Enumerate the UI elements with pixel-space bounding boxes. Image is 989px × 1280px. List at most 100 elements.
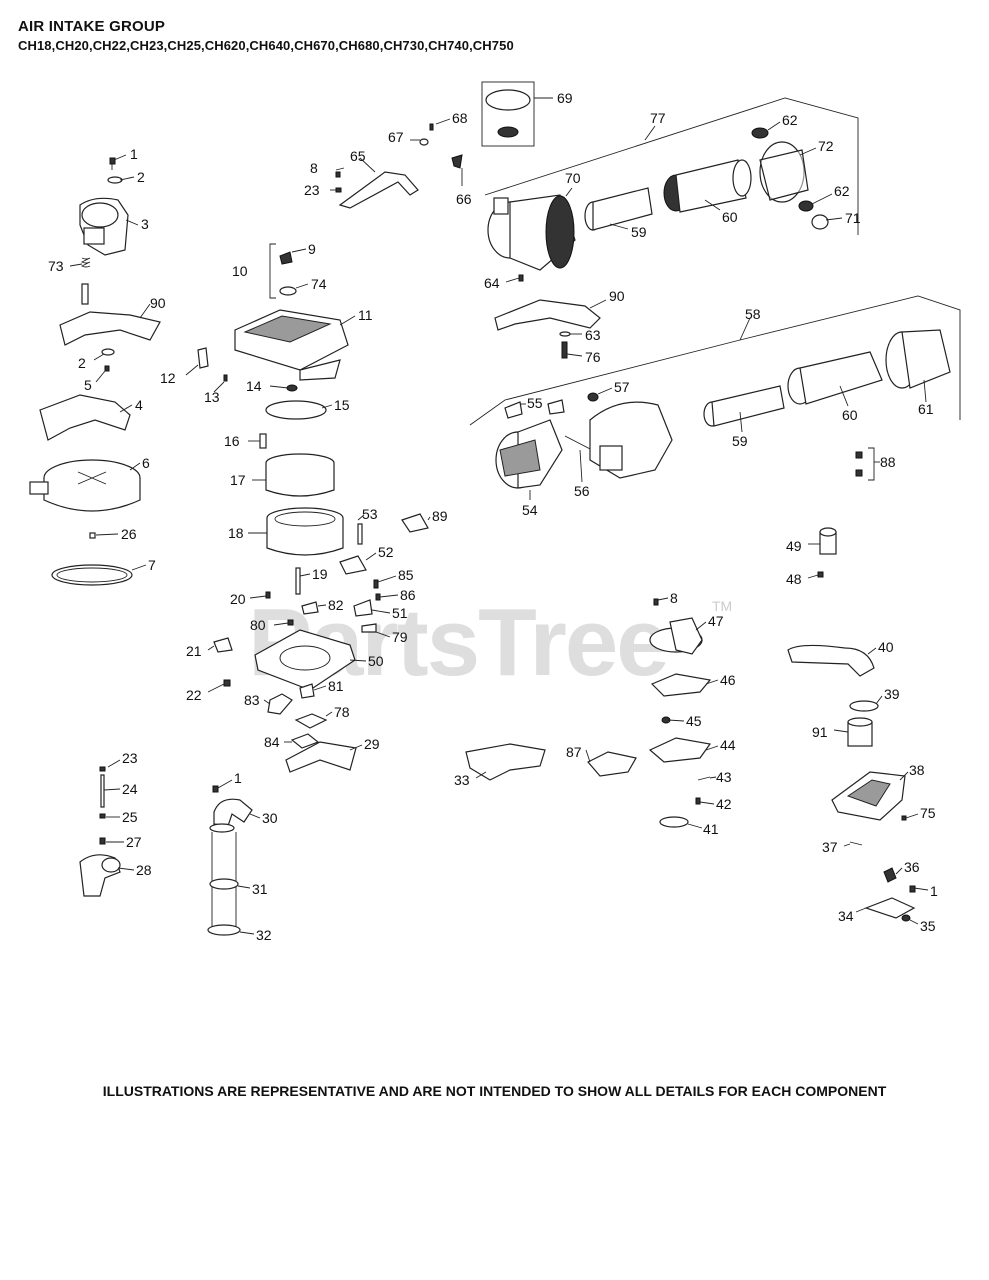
callout[interactable]: 64 bbox=[484, 275, 500, 291]
callout[interactable]: 1 bbox=[930, 883, 938, 899]
callout[interactable]: 86 bbox=[400, 587, 416, 603]
callout[interactable]: 61 bbox=[918, 401, 934, 417]
callout[interactable]: 81 bbox=[328, 678, 344, 694]
callout[interactable]: 46 bbox=[720, 672, 736, 688]
callout[interactable]: 53 bbox=[362, 506, 378, 522]
callout[interactable]: 32 bbox=[256, 927, 272, 943]
callout[interactable]: 35 bbox=[920, 918, 936, 934]
callout[interactable]: 62 bbox=[782, 112, 798, 128]
callout[interactable]: 70 bbox=[565, 170, 581, 186]
callout[interactable]: 22 bbox=[186, 687, 202, 703]
callout[interactable]: 10 bbox=[232, 263, 248, 279]
callout[interactable]: 6 bbox=[142, 455, 150, 471]
callout[interactable]: 54 bbox=[522, 502, 538, 518]
callout[interactable]: 23 bbox=[304, 182, 320, 198]
callout[interactable]: 84 bbox=[264, 734, 280, 750]
callout[interactable]: 90 bbox=[609, 288, 625, 304]
callout[interactable]: 58 bbox=[745, 306, 761, 322]
callout[interactable]: 12 bbox=[160, 370, 176, 386]
callout[interactable]: 60 bbox=[722, 209, 738, 225]
callout[interactable]: 1 bbox=[130, 146, 138, 162]
callout[interactable]: 16 bbox=[224, 433, 240, 449]
callout[interactable]: 76 bbox=[585, 349, 601, 365]
callout[interactable]: 5 bbox=[84, 377, 92, 393]
callout[interactable]: 63 bbox=[585, 327, 601, 343]
callout[interactable]: 89 bbox=[432, 508, 448, 524]
callout[interactable]: 4 bbox=[135, 397, 143, 413]
callout[interactable]: 36 bbox=[904, 859, 920, 875]
callout[interactable]: 65 bbox=[350, 148, 366, 164]
callout[interactable]: 59 bbox=[732, 433, 748, 449]
callout[interactable]: 33 bbox=[454, 772, 470, 788]
callout[interactable]: 20 bbox=[230, 591, 246, 607]
callout[interactable]: 50 bbox=[368, 653, 384, 669]
callout[interactable]: 80 bbox=[250, 617, 266, 633]
callout[interactable]: 44 bbox=[720, 737, 736, 753]
callout[interactable]: 8 bbox=[310, 160, 318, 176]
callout[interactable]: 82 bbox=[328, 597, 344, 613]
callout[interactable]: 43 bbox=[716, 769, 732, 785]
callout[interactable]: 37 bbox=[822, 839, 838, 855]
callout[interactable]: 79 bbox=[392, 629, 408, 645]
callout[interactable]: 47 bbox=[708, 613, 724, 629]
callout[interactable]: 48 bbox=[786, 571, 802, 587]
callout[interactable]: 68 bbox=[452, 110, 468, 126]
callout[interactable]: 62 bbox=[834, 183, 850, 199]
callout[interactable]: 78 bbox=[334, 704, 350, 720]
callout[interactable]: 40 bbox=[878, 639, 894, 655]
callout[interactable]: 91 bbox=[812, 724, 828, 740]
callout[interactable]: 77 bbox=[650, 110, 666, 126]
callout[interactable]: 39 bbox=[884, 686, 900, 702]
callout[interactable]: 30 bbox=[262, 810, 278, 826]
callout[interactable]: 72 bbox=[818, 138, 834, 154]
callout[interactable]: 18 bbox=[228, 525, 244, 541]
callout[interactable]: 74 bbox=[311, 276, 327, 292]
callout[interactable]: 57 bbox=[614, 379, 630, 395]
callout[interactable]: 85 bbox=[398, 567, 414, 583]
callout[interactable]: 17 bbox=[230, 472, 246, 488]
callout[interactable]: 67 bbox=[388, 129, 404, 145]
callout[interactable]: 90 bbox=[150, 295, 166, 311]
callout[interactable]: 7 bbox=[148, 557, 156, 573]
callout[interactable]: 19 bbox=[312, 566, 328, 582]
callout[interactable]: 55 bbox=[527, 395, 543, 411]
callout[interactable]: 11 bbox=[358, 307, 373, 323]
callout[interactable]: 75 bbox=[920, 805, 936, 821]
callout[interactable]: 41 bbox=[703, 821, 719, 837]
callout[interactable]: 52 bbox=[378, 544, 394, 560]
callout[interactable]: 71 bbox=[845, 210, 861, 226]
callout[interactable]: 59 bbox=[631, 224, 647, 240]
callout[interactable]: 2 bbox=[78, 355, 86, 371]
callout[interactable]: 1 bbox=[234, 770, 242, 786]
callout[interactable]: 31 bbox=[252, 881, 268, 897]
callout[interactable]: 28 bbox=[136, 862, 152, 878]
callout[interactable]: 29 bbox=[364, 736, 380, 752]
callout[interactable]: 13 bbox=[204, 389, 220, 405]
callout[interactable]: 51 bbox=[392, 605, 408, 621]
callout[interactable]: 21 bbox=[186, 643, 202, 659]
callout[interactable]: 3 bbox=[141, 216, 149, 232]
callout[interactable]: 56 bbox=[574, 483, 590, 499]
callout[interactable]: 49 bbox=[786, 538, 802, 554]
callout[interactable]: 38 bbox=[909, 762, 925, 778]
callout[interactable]: 42 bbox=[716, 796, 732, 812]
callout[interactable]: 25 bbox=[122, 809, 138, 825]
callout[interactable]: 8 bbox=[670, 590, 678, 606]
callout[interactable]: 60 bbox=[842, 407, 858, 423]
callout[interactable]: 9 bbox=[308, 241, 316, 257]
callout[interactable]: 15 bbox=[334, 397, 350, 413]
callout[interactable]: 69 bbox=[557, 90, 573, 106]
callout[interactable]: 14 bbox=[246, 378, 262, 394]
callout[interactable]: 24 bbox=[122, 781, 138, 797]
callout[interactable]: 83 bbox=[244, 692, 260, 708]
callout[interactable]: 2 bbox=[137, 169, 145, 185]
callout[interactable]: 73 bbox=[48, 258, 64, 274]
callout[interactable]: 87 bbox=[566, 744, 582, 760]
callout[interactable]: 88 bbox=[880, 454, 896, 470]
callout[interactable]: 23 bbox=[122, 750, 138, 766]
callout[interactable]: 34 bbox=[838, 908, 854, 924]
callout[interactable]: 26 bbox=[121, 526, 137, 542]
callout[interactable]: 66 bbox=[456, 191, 472, 207]
callout[interactable]: 27 bbox=[126, 834, 142, 850]
callout[interactable]: 45 bbox=[686, 713, 702, 729]
